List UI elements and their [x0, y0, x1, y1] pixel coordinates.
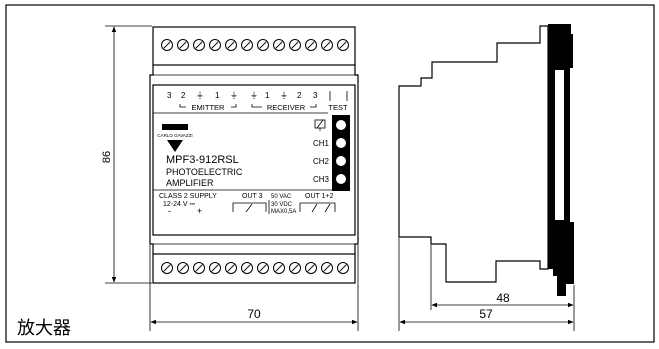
- out3-contact: [245, 203, 253, 213]
- emitter-pin-ground-2: ⏚: [230, 91, 238, 100]
- drawing-frame: [5, 4, 655, 343]
- bottom-screw-row: [161, 262, 349, 274]
- top-terminal-block: [152, 26, 356, 66]
- din-clip-slot: [555, 70, 564, 220]
- screw-slot: [275, 264, 283, 272]
- screw-slot: [307, 41, 315, 49]
- screw-slot: [291, 264, 299, 272]
- emitter-label: EMITTER: [192, 103, 225, 112]
- brand-name: CARLO GAVAZZI: [157, 133, 192, 138]
- emitter-pin-3: 3: [167, 91, 172, 100]
- screw-slot: [323, 41, 331, 49]
- screw-slot: [275, 41, 283, 49]
- screw-slot: [227, 41, 235, 49]
- type-line-1: PHOTOELECTRIC: [166, 167, 243, 177]
- screw-slot: [179, 264, 187, 272]
- receiver-pin-3: 3: [313, 91, 318, 100]
- receiver-pin-ground: ⏚: [250, 91, 258, 100]
- out12-bracket: [299, 202, 336, 212]
- side-profile-outline: [398, 25, 549, 283]
- receiver-pin-1: 1: [265, 91, 270, 100]
- screw-slot: [195, 41, 203, 49]
- screw-slot: [259, 41, 267, 49]
- led-ch1: [336, 138, 346, 148]
- led-ch3: [336, 174, 346, 184]
- ch3-label: CH3: [313, 175, 330, 184]
- screw-slot: [163, 264, 171, 272]
- screw-slot: [227, 264, 235, 272]
- type-line-2: AMPLIFIER: [166, 178, 214, 188]
- rating-2: 30 VDC: [271, 202, 293, 208]
- supply-plus: +: [197, 206, 202, 216]
- out3-label: OUT 3: [242, 193, 263, 200]
- led-ch2: [336, 156, 346, 166]
- front-view: 3 2 ⏚ 1 ⏚ EMITTER ⏚ 1 ⏚ 2 3 RECEIVER TES…: [149, 26, 359, 284]
- screw-slot: [179, 41, 187, 49]
- screw-slot: [307, 264, 315, 272]
- rating-1: 50 VAC: [271, 194, 292, 200]
- ch2-label: CH2: [313, 157, 330, 166]
- dimension-depth-total: 57: [398, 238, 575, 331]
- out3-bracket: [232, 202, 267, 212]
- screw-slot: [243, 41, 251, 49]
- led-strip: [332, 115, 350, 191]
- rating-3: MAX0,5A: [271, 209, 296, 215]
- dimension-height: 86: [101, 25, 152, 284]
- bottom-terminal-block: [152, 253, 356, 284]
- screw-slot: [323, 264, 331, 272]
- screw-slot: [211, 41, 219, 49]
- screw-slot: [259, 264, 267, 272]
- led-test: [336, 120, 346, 130]
- screw-slot: [339, 41, 347, 49]
- supply-line-1: CLASS 2 SUPPLY: [159, 193, 217, 200]
- screw-slot: [211, 264, 219, 272]
- relay-icon: [314, 119, 326, 131]
- front-body-outline: [149, 65, 359, 254]
- supply-line-2: 12-24 V ⎓: [163, 201, 195, 208]
- supply-minus: -: [168, 206, 171, 216]
- test-label: TEST: [328, 103, 348, 112]
- side-view: [398, 24, 574, 296]
- brand-logo: CARLO GAVAZZI: [157, 124, 193, 152]
- out12-contacts: [311, 203, 331, 213]
- screw-slot: [291, 41, 299, 49]
- receiver-pin-ground-2: ⏚: [280, 91, 288, 100]
- brand-logo-triangle: [167, 140, 183, 152]
- receiver-label: RECEIVER: [267, 103, 306, 112]
- front-panel: [152, 84, 356, 236]
- emitter-pin-ground: ⏚: [196, 91, 204, 100]
- dim-width-value: 70: [247, 307, 261, 321]
- dim-height-value: 86: [101, 151, 113, 163]
- emitter-pin-1: 1: [215, 91, 220, 100]
- model-number: MPF3-912RSL: [166, 154, 239, 166]
- dimension-depth-body: 48: [430, 245, 575, 310]
- screw-slot: [243, 264, 251, 272]
- brand-logo-bar: [162, 124, 188, 130]
- screw-slot: [339, 264, 347, 272]
- screw-slot: [195, 264, 203, 272]
- dim-depth-total-value: 57: [479, 307, 493, 321]
- dim-depth-body-value: 48: [496, 291, 510, 305]
- out12-label: OUT 1+2: [305, 193, 334, 200]
- emitter-pin-2: 2: [181, 91, 186, 100]
- screw-slot: [163, 41, 171, 49]
- top-screw-row: [161, 39, 349, 51]
- caption: 放大器: [17, 318, 71, 338]
- ch1-label: CH1: [313, 139, 330, 148]
- receiver-pin-2: 2: [297, 91, 302, 100]
- dimension-width-front: 70: [149, 245, 359, 331]
